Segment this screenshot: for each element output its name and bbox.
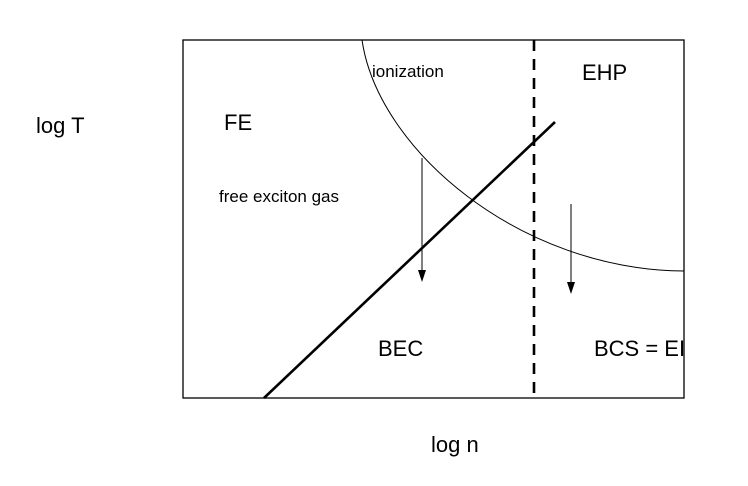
region-label-ionization: ionization [372, 62, 444, 81]
cooling-arrow-right [567, 204, 575, 294]
plot-frame [182, 39, 685, 399]
x-axis-label: log n [431, 432, 479, 457]
region-label-bec: BEC [378, 336, 423, 361]
bec-boundary-line [263, 121, 556, 399]
region-label-ehp: EHP [582, 60, 627, 85]
cooling-arrow-left [418, 158, 426, 282]
region-label-free-exciton-gas: free exciton gas [219, 187, 339, 206]
region-label-bcs-ei: BCS = EI [594, 336, 685, 361]
region-label-fe: FE [224, 110, 252, 135]
y-axis-label: log T [36, 113, 85, 138]
ionization-boundary-curve [361, 39, 685, 272]
